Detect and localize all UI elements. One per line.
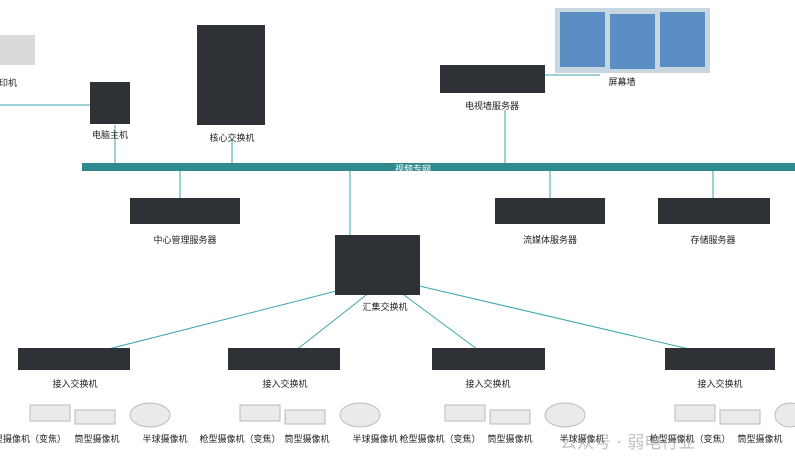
- stream-server-label: 流媒体服务器: [522, 236, 578, 246]
- links: [0, 74, 716, 356]
- access-switch-label: 接入交换机: [697, 380, 743, 390]
- tv-server-label: 电视墙服务器: [464, 102, 520, 112]
- camera-label: 半球摄像机: [352, 435, 398, 445]
- access-switch-icon: [665, 348, 775, 370]
- camera-label: 枪型摄像机（变焦）: [199, 435, 281, 445]
- camera-label: 枪型摄像机（变焦）: [399, 435, 481, 445]
- stream-server-icon: [495, 198, 605, 224]
- access-switch-label: 接入交换机: [52, 380, 98, 390]
- video-network-bar: [82, 163, 795, 171]
- agg-switch-label: 汇集交换机: [362, 303, 408, 313]
- watermark: 公众号 · 弱电行业: [560, 433, 696, 453]
- access-switch-icon: [228, 348, 340, 370]
- network-label: 视频专网: [395, 165, 432, 175]
- storage-server-label: 存储服务器: [690, 236, 736, 246]
- access-switch-icon: [18, 348, 130, 370]
- mgmt-server-icon: [130, 198, 240, 224]
- tv-server-icon: [440, 65, 545, 93]
- camera-label: 筒型摄像机: [487, 435, 533, 445]
- core-switch-icon: [197, 25, 265, 125]
- core-switch-label: 核心交换机: [209, 134, 255, 144]
- storage-server-icon: [658, 198, 770, 224]
- access-switch-label: 接入交换机: [262, 380, 308, 390]
- camera-icons: [29, 402, 795, 428]
- camera-label: 枪型摄像机（变焦）: [649, 435, 731, 445]
- screen-wall-icon: [555, 8, 710, 73]
- access-switch-label: 接入交换机: [465, 380, 511, 390]
- printer-label: 印机: [0, 79, 18, 89]
- mgmt-server-label: 中心管理服务器: [153, 236, 217, 246]
- pc-tower-icon: [90, 82, 130, 124]
- printer-icon: [0, 35, 35, 65]
- camera-label: 半球摄像机: [559, 435, 605, 445]
- pc-label: 电脑主机: [91, 131, 129, 141]
- camera-label: 型摄像机（变焦）: [0, 435, 67, 445]
- camera-label: 筒型摄像机: [737, 435, 783, 445]
- camera-label: 筒型摄像机: [74, 435, 120, 445]
- camera-label: 半球摄像机: [142, 435, 188, 445]
- agg-switch-icon: [335, 235, 420, 295]
- access-switch-icon: [432, 348, 545, 370]
- camera-label: 筒型摄像机: [284, 435, 330, 445]
- screen-wall-label: 屏幕墙: [608, 78, 636, 88]
